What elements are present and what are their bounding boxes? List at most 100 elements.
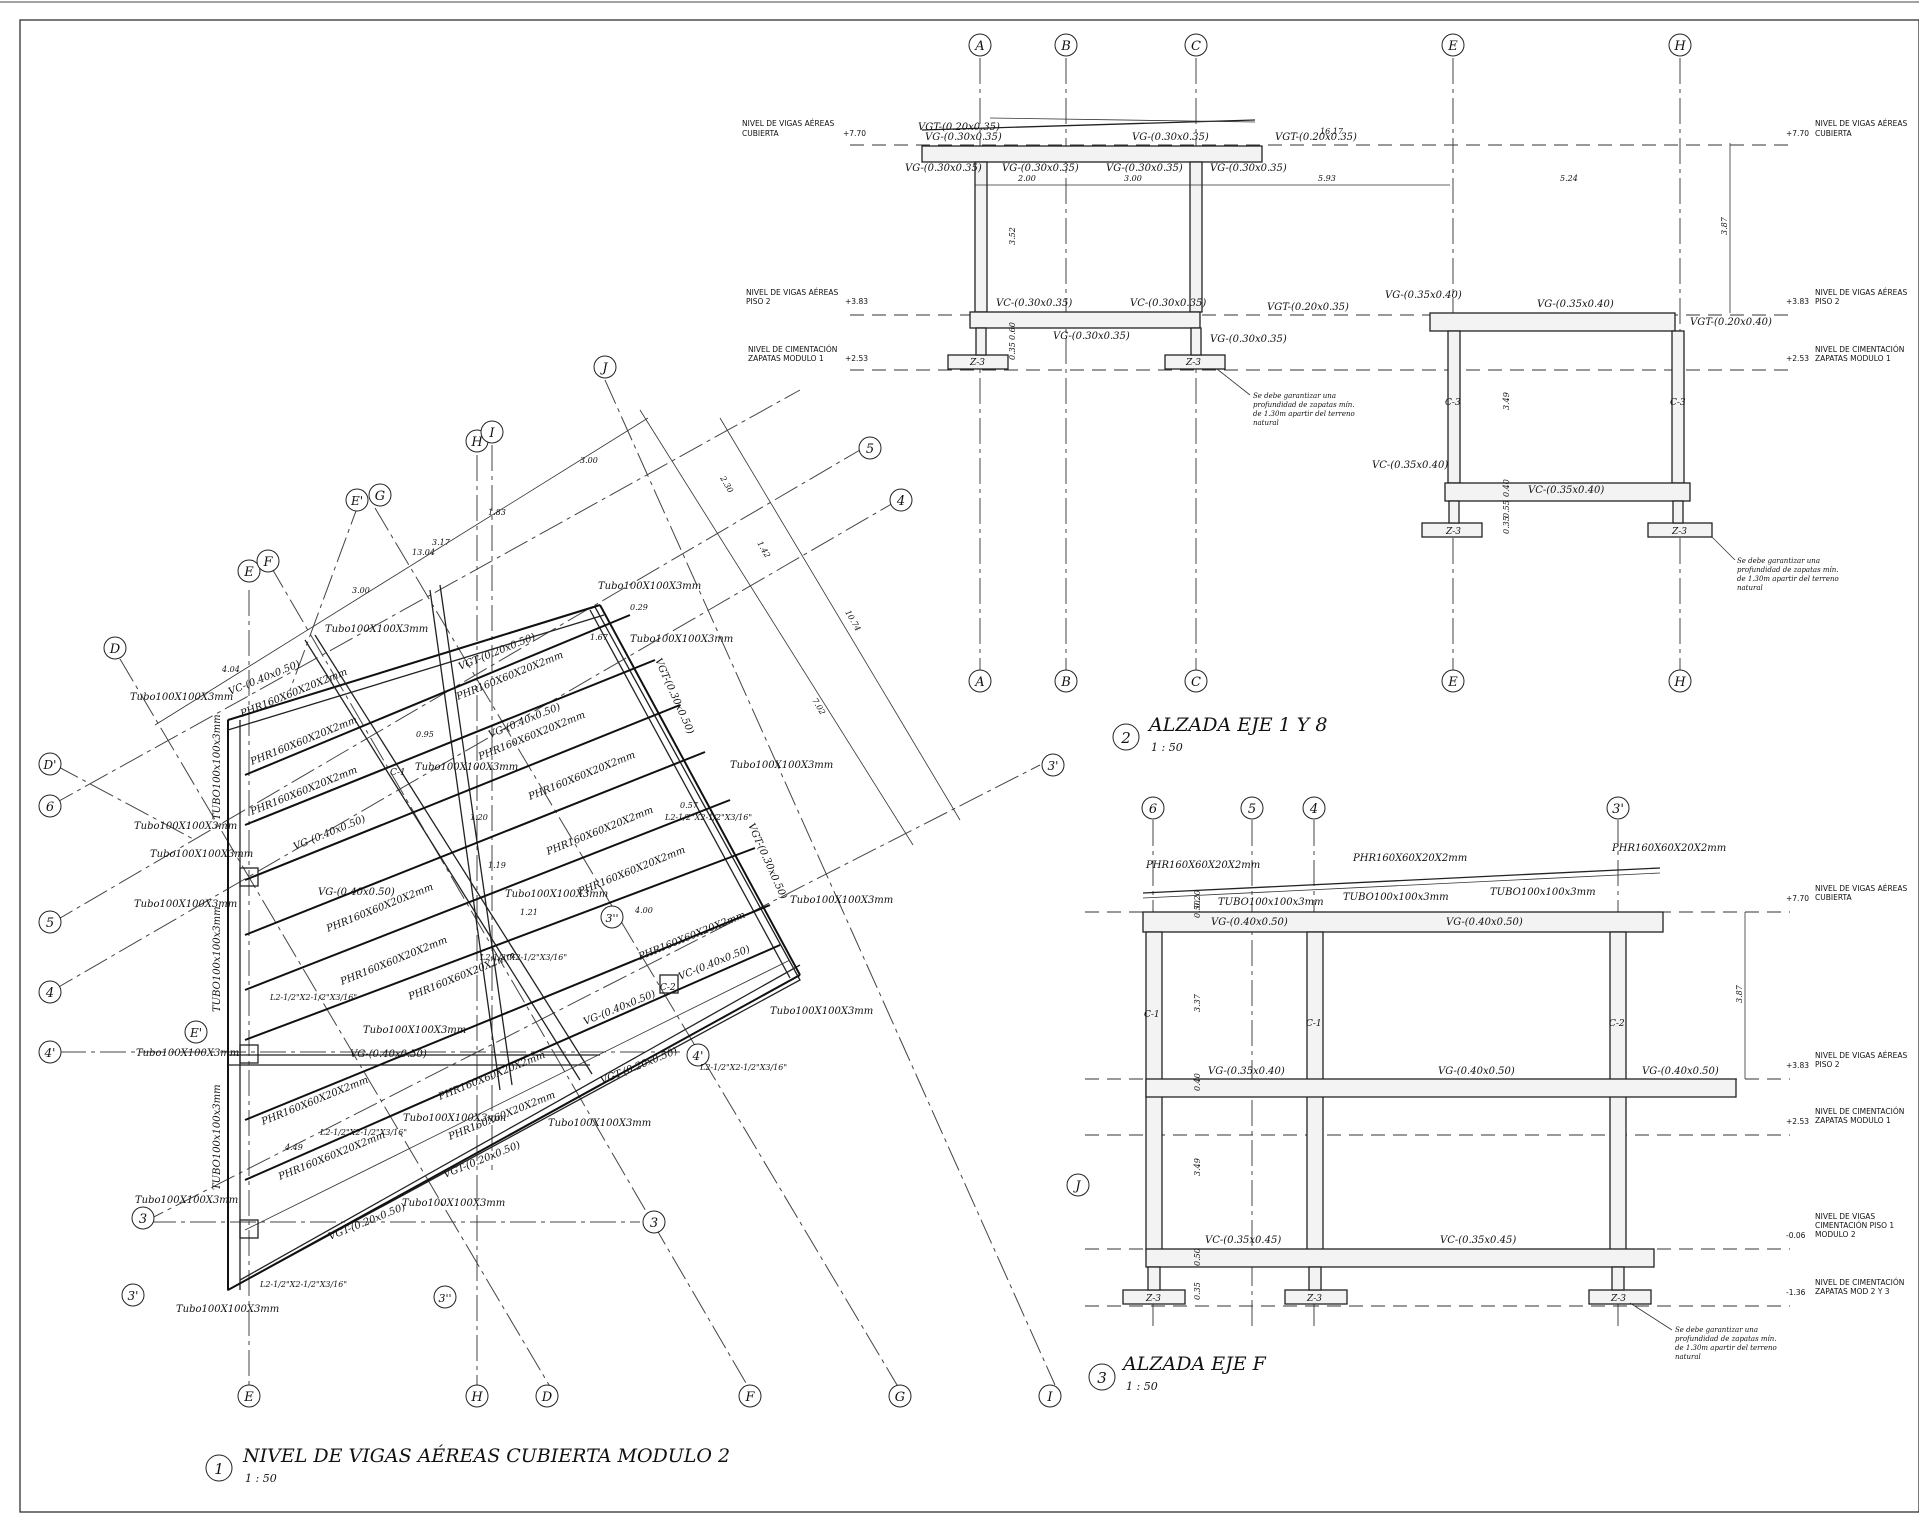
elev1-dim-e: 16.17 (1320, 127, 1344, 136)
elev2-label-tubo-b: TUBO100x100x3mm (1343, 892, 1449, 903)
elev1-title-number: 2 (1120, 729, 1131, 747)
elev1-note-a-l1: Se debe garantizar una (1253, 392, 1336, 400)
elev1-dim-i: 3.87 (1720, 216, 1729, 235)
elev2-label-z3-c: Z-3 (1610, 1294, 1626, 1304)
elev2-title: 3 ALZADA EJE F 1 : 50 (1088, 1353, 1267, 1393)
elev2-dim-d: 0.40 (1193, 1073, 1202, 1091)
elev1-label-vc-2: VC-(0.30x0.35) (1130, 298, 1206, 309)
elev2-level-4-l1: NIVEL DE CIMENTACIÓN (1815, 1278, 1904, 1287)
plan-dim-5: 3.00 (580, 456, 598, 465)
plan-dim-0: 4.04 (221, 665, 240, 674)
plan-label-vg040-1: VG-(0.40x0.50) (318, 887, 395, 898)
plan-bubble-j-top: J (599, 361, 608, 376)
elev2-axis-3p: 3' (1612, 802, 1624, 817)
elev1-label-c3-a: C-3 (1445, 398, 1461, 408)
plan-bubble-d-bottom: D (541, 1390, 553, 1405)
elevation-eje-f: 6 5 4 3' +7.70 NIVEL DE VIGAS AÉREAS CUB… (1085, 796, 1908, 1393)
plan-label-c2: C-2 (660, 983, 676, 993)
plan-member-labels: Tubo100X100X3mm Tubo100X100X3mm Tubo100X… (130, 581, 893, 1315)
elev1-note-b-l1: Se debe garantizar una (1737, 557, 1820, 565)
plan-dim-3: 3.17 (432, 538, 451, 547)
plan-bubble-4-left: 4 (45, 986, 54, 1001)
elev2-level-2-l2: ZAPATAS MODULO 1 (1815, 1116, 1891, 1125)
elev2-label-vc035-a: VC-(0.35x0.45) (1205, 1235, 1281, 1246)
plan-title-number: 1 (214, 1460, 224, 1478)
plan-dimension-lines (154, 409, 961, 846)
plan-bubble-3pp-mid: 3'' (605, 912, 618, 925)
elev1-title-text: ALZADA EJE 1 Y 8 (1147, 714, 1327, 736)
elev1-level-piso2-left: NIVEL DE VIGAS AÉREAS (746, 288, 839, 297)
elev1-level-cubierta-left-2: CUBIERTA (742, 129, 779, 138)
plan-label-vc040-2: VC-(0.40x0.50) (677, 944, 752, 983)
plan-bubbles: J H I E' G E F D D' 6 5 4 4' E' 3 3' 3''… (38, 355, 1090, 1408)
elev1-level-cubierta-right-value: +7.70 (1786, 129, 1809, 138)
elev1-label-vgt-040: VGT-(0.20x0.40) (1690, 317, 1772, 328)
elev1-label-vg-035-a: VG-(0.35x0.40) (1385, 290, 1462, 301)
plan-bubble-i-top: I (488, 426, 495, 441)
elev2-dim-a: 0.50 (1193, 900, 1202, 918)
plan-label-tubo-15: Tubo100X100X3mm (403, 1113, 506, 1124)
plan-bubble-i-bottom: I (1046, 1390, 1053, 1405)
elev2-note-l2: profundidad de zapatas mín. (1675, 1335, 1777, 1343)
elev1-level-cubierta-left: NIVEL DE VIGAS AÉREAS (742, 119, 835, 128)
elev1-label-vgt-right: VGT-(0.20x0.35) (1275, 132, 1357, 143)
elev1-dim-a: 2.00 (1017, 174, 1036, 183)
plan-dim-11: 1.20 (470, 813, 488, 822)
elev2-level-2-l1: NIVEL DE CIMENTACIÓN (1815, 1107, 1904, 1116)
elev2-labels: PHR160X60X20X2mm PHR160X60X20X2mm PHR160… (1144, 843, 1726, 1304)
elev2-note-l3: de 1.30m apartir del terreno (1675, 1344, 1777, 1352)
plan-dim-17: 1.67 (590, 633, 609, 642)
elev1-label-z3-d: Z-3 (1671, 527, 1687, 537)
elev1-note-b-l2: profundidad de zapatas mín. (1737, 566, 1839, 574)
elev1-axis-e-bottom: E (1447, 675, 1458, 690)
plan-bubble-h-top: H (470, 435, 483, 450)
plan-bubble-4p-right: 4' (692, 1049, 704, 1063)
plan-label-tubo-caps-1: TUBO100x100x3mm (212, 714, 223, 820)
plan-dim-1: 3.00 (352, 586, 370, 595)
plan-label-angle-4: L2-1/2"X2-1/2"X3/16" (699, 1063, 787, 1072)
elev1-axis-h-bottom: H (1673, 675, 1686, 690)
plan-bubble-3-left: 3 (139, 1212, 147, 1227)
elev1-note-a-l4: natural (1253, 419, 1279, 427)
plan-bubble-5-right: 5 (866, 442, 874, 457)
elev1-level-piso2-left-value: +3.83 (845, 297, 868, 306)
elev1-title: 2 ALZADA EJE 1 Y 8 1 : 50 (1112, 714, 1327, 754)
elev2-dim-e: 3.49 (1193, 1158, 1202, 1176)
elev1-label-vg-8: VG-(0.30x0.35) (1210, 334, 1287, 345)
plan-label-angle-6: L2-1/2"X2-1/2"X3/16" (259, 1280, 347, 1289)
elev1-axis-e-top: E (1447, 39, 1458, 54)
elev1-axis-c-top: C (1191, 39, 1201, 54)
elev1-note-a: Se debe garantizar una profundidad de za… (1216, 368, 1355, 427)
plan-dim-10: 0.95 (416, 730, 434, 739)
elev2-note-l4: natural (1675, 1353, 1701, 1361)
elev1-level-cim-left-2: ZAPATAS MODULO 1 (748, 354, 824, 363)
plan-bubble-f-top: F (262, 555, 273, 570)
plan-column-boxes (239, 867, 679, 1239)
elev2-axis-5: 5 (1248, 802, 1256, 817)
elev1-axis-bubbles-top: A B C E H (968, 33, 1692, 57)
plan-label-phr-2: PHR160X60X20X2mm (248, 715, 359, 768)
plan-label-tubo-8: Tubo100X100X3mm (150, 849, 253, 860)
plan-bubble-e-bottom: E (243, 1390, 254, 1405)
plan-label-tubo-18: Tubo100X100X3mm (135, 1195, 238, 1206)
elev2-title-number: 3 (1097, 1369, 1107, 1387)
elev1-label-vg-3: VG-(0.30x0.35) (905, 163, 982, 174)
elev1-title-scale: 1 : 50 (1151, 741, 1183, 754)
plan-dim-13: 1.21 (520, 908, 538, 917)
plan-title-text: NIVEL DE VIGAS AÉREAS CUBIERTA MODULO 2 (242, 1444, 730, 1467)
elev1-axis-a-bottom: A (974, 675, 984, 690)
elev1-axis-b-top: B (1060, 39, 1071, 54)
plan-dim-14: 4.00 (634, 906, 653, 915)
plan-title-scale: 1 : 50 (245, 1472, 277, 1485)
elev1-dim-f: 3.52 (1008, 227, 1017, 245)
elev2-dim-f: 0.50 (1193, 1248, 1202, 1266)
elev1-dim-c: 5.93 (1318, 174, 1336, 183)
elev2-level-labels: +7.70 NIVEL DE VIGAS AÉREAS CUBIERTA +3.… (1786, 884, 1908, 1297)
elev1-label-vc-035-a: VC-(0.35x0.40) (1372, 460, 1448, 471)
plan-label-tubo-3: Tubo100X100X3mm (630, 634, 733, 645)
plan-label-phr-14: PHR160X60X20X2mm (276, 1130, 387, 1183)
plan-dimensions: 4.04 3.00 13.04 3.17 1.83 3.00 2.30 1.42… (221, 456, 863, 1152)
elev2-axis-bubbles: 6 5 4 3' (1141, 796, 1630, 820)
plan-label-tubo-17: Tubo100X100X3mm (402, 1198, 505, 1209)
elev2-label-tubo-c: TUBO100x100x3mm (1490, 887, 1596, 898)
